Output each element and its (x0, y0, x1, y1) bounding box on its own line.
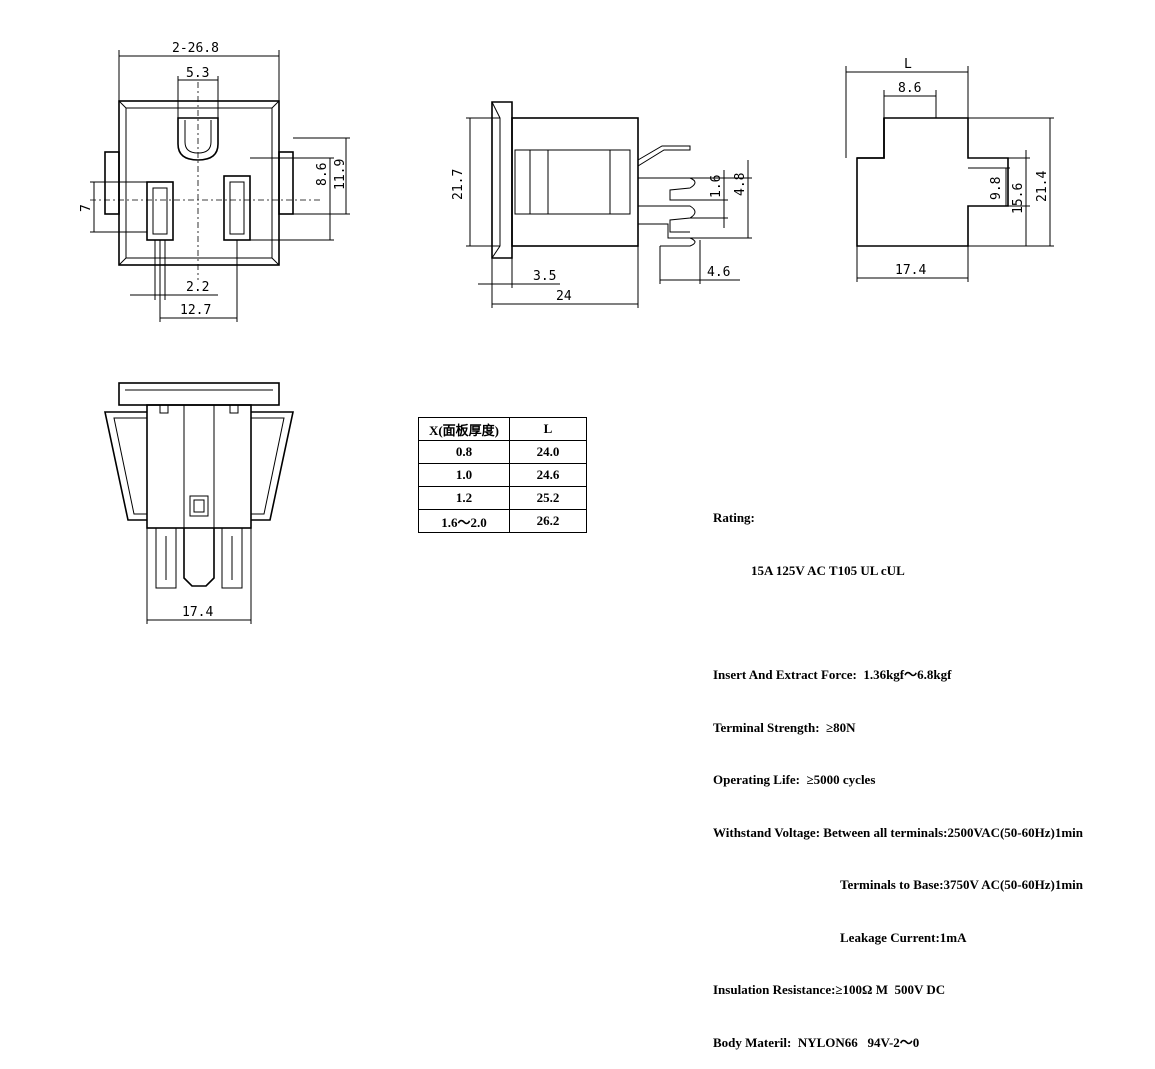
front-view (90, 50, 350, 322)
spec-operating-life: Operating Life: ≥5000 cycles (713, 772, 876, 787)
dim-side-height: 21.7 (451, 169, 466, 200)
spec-insert-force: Insert And Extract Force: 1.36kgf～6.8kgf (713, 667, 952, 682)
table-cell-l: 26.2 (509, 509, 587, 533)
dim-terminal-1-6: 1.6 (709, 175, 724, 198)
dim-front-width: 2-26.8 (172, 41, 219, 56)
table-cell-l: 24.0 (509, 440, 587, 464)
spec-insulation-resistance: Insulation Resistance:≥100Ω M 500V DC (713, 982, 946, 997)
dim-cutout-21-4: 21.4 (1035, 171, 1050, 202)
spec-withstand-voltage: Withstand Voltage: Between all terminals… (713, 824, 1084, 840)
spec-terminal-strength: Terminal Strength: ≥80N (713, 719, 856, 735)
dim-11-9: 11.9 (333, 159, 348, 190)
panel-thickness-table: X(面板厚度) L 0.8 24.0 1.0 24.6 1.2 25.2 1.6… (418, 417, 587, 533)
dim-bezel-depth: 3.5 (533, 269, 556, 284)
dim-8-6-front: 8.6 (315, 163, 330, 186)
table-row: 0.8 24.0 (418, 440, 587, 464)
dim-bottom-width: 17.4 (182, 605, 213, 620)
spec-withstand-base: Terminals to Base:3750V AC(50-60Hz)1min (840, 877, 1084, 892)
table-cell-x: 1.0 (418, 463, 510, 487)
side-view (466, 101, 752, 308)
dim-cutout-15-6: 15.6 (1011, 183, 1026, 214)
table-cell-x: 1.6～2.0 (418, 509, 510, 533)
specifications-block: Rating: 15A 125V AC T105 UL cUL Insert A… (713, 474, 1083, 1069)
dim-cutout-top: 8.6 (898, 81, 921, 96)
rating-title: Rating: (713, 510, 755, 525)
rating-value: 15A 125V AC T105 UL cUL (751, 562, 905, 578)
table-row: 1.2 25.2 (418, 486, 587, 510)
spacer (713, 614, 1083, 631)
table-header-row: X(面板厚度) L (418, 417, 587, 441)
panel-cutout-view (845, 66, 1054, 282)
dim-side-length: 24 (556, 289, 572, 304)
dim-slot-7: 7 (79, 204, 94, 212)
dim-pin-spacing: 12.7 (180, 303, 211, 318)
table-row: 1.0 24.6 (418, 463, 587, 487)
dim-pin-gap: 2.2 (186, 280, 209, 295)
dim-cutout-bottom: 17.4 (895, 263, 926, 278)
table-cell-l: 25.2 (509, 486, 587, 510)
dim-ground-slot: 5.3 (186, 66, 209, 81)
spec-leakage-current: Leakage Current:1mA (840, 929, 967, 945)
table-header-x: X(面板厚度) (418, 417, 510, 441)
technical-drawing: 2-26.8 5.3 11.9 8.6 7 2.2 12.7 (79, 41, 1054, 624)
table-cell-x: 1.2 (418, 486, 510, 510)
table-cell-l: 24.6 (509, 463, 587, 487)
bottom-view (104, 382, 294, 624)
spec-body-material: Body Materil: NYLON66 94V-2～0 (713, 1034, 920, 1050)
dim-terminal-4-8: 4.8 (733, 173, 748, 196)
table-cell-x: 0.8 (418, 440, 510, 464)
dim-terminal-4-6: 4.6 (707, 265, 730, 280)
table-header-l: L (509, 417, 587, 441)
table-row: 1.6～2.0 26.2 (418, 509, 587, 533)
dim-cutout-9-8: 9.8 (989, 177, 1004, 200)
dim-cutout-L: L (904, 57, 912, 72)
